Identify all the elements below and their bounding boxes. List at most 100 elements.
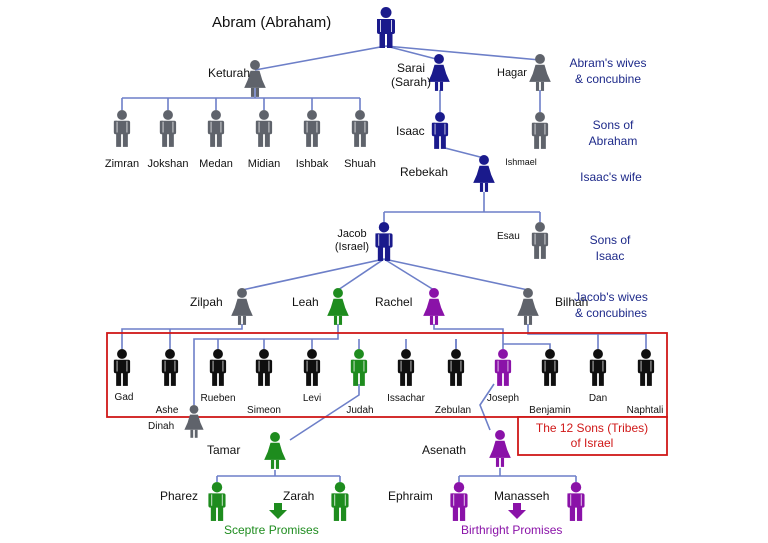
joseph-male-icon — [494, 349, 512, 386]
dinah-female-icon — [184, 405, 204, 438]
manasseh-male-icon — [567, 482, 585, 521]
simeon-male-icon — [255, 349, 273, 386]
label-keturah: Keturah — [208, 66, 251, 80]
dan-male-icon — [589, 349, 607, 386]
label-simeon: Simeon — [247, 405, 281, 416]
legend-sons2: Sons of Isaac — [590, 232, 631, 264]
zarah-male-icon — [331, 482, 349, 521]
label-zimran: Zimran — [104, 158, 140, 170]
label-levi: Levi — [302, 393, 322, 404]
tamar-female-icon — [264, 432, 286, 469]
asenath-female-icon — [489, 430, 511, 467]
medan-male-icon — [207, 110, 225, 147]
jokshan-male-icon — [159, 110, 177, 147]
label-asenath: Asenath — [422, 443, 467, 457]
ashe-male-icon — [161, 349, 179, 386]
label-ashe: Ashe — [155, 405, 179, 416]
jacob-male-icon — [375, 222, 393, 261]
bilhah-female-icon — [517, 288, 539, 325]
line-rachel-joseph — [433, 324, 504, 349]
levi-male-icon — [303, 349, 321, 386]
label-rueben: Rueben — [200, 393, 236, 404]
label-manasseh: Manasseh — [494, 489, 550, 503]
label-dan: Dan — [588, 393, 608, 404]
line-jacob-rachel — [383, 258, 435, 291]
tribes-note-line: The 12 Sons (Tribes) — [535, 421, 649, 435]
hagar-female-icon — [529, 54, 551, 91]
line-abram-sarai — [385, 45, 441, 61]
label-ishbak: Ishbak — [295, 158, 329, 170]
label-ishmael: Ishmael — [505, 157, 537, 167]
label-medan: Medan — [199, 158, 233, 170]
legend-wives2: Jacob's wives & concubines — [574, 289, 648, 321]
tribes-box — [106, 332, 668, 418]
legend-wife2: Isaac's wife — [580, 169, 642, 185]
tribes-note-box — [517, 416, 668, 456]
legend-wives2-line: & concubines — [574, 306, 648, 320]
label-pharez: Pharez — [160, 489, 199, 503]
label-rachel: Rachel — [375, 295, 413, 309]
rueben-male-icon — [209, 349, 227, 386]
label-joseph: Joseph — [486, 393, 520, 404]
naphtali-male-icon — [637, 349, 655, 386]
line-jacob-leah — [337, 258, 385, 291]
label-zilpah: Zilpah — [190, 295, 223, 309]
zimran-male-icon — [113, 110, 131, 147]
zebulan-male-icon — [447, 349, 465, 386]
label-esau: Esau — [497, 231, 520, 242]
line-judah-tamar — [289, 384, 360, 441]
ishmael-male-icon — [531, 112, 549, 149]
ishbak-male-icon — [303, 110, 321, 147]
line-jacob-bilhah — [383, 258, 529, 291]
label-midian: Midian — [247, 158, 281, 170]
legend-sons1-line: Sons of — [592, 118, 634, 132]
pharez-male-icon — [208, 482, 226, 521]
shuah-male-icon — [351, 110, 369, 147]
benjamin-male-icon — [541, 349, 559, 386]
tribes-note-line: of Israel — [570, 436, 614, 450]
gad-male-icon — [113, 349, 131, 386]
line-jacob-zilpah — [241, 258, 385, 291]
legend-wives2-line: Jacob's wives — [574, 290, 648, 304]
label-rebekah: Rebekah — [400, 165, 449, 179]
isaac-male-icon — [431, 112, 449, 149]
label-issachar: Issachar — [387, 393, 425, 404]
legend-wives1-line: Abram's wives — [569, 56, 647, 70]
tribes-note: The 12 Sons (Tribes)of Israel — [536, 421, 648, 451]
line-abram-hagar — [385, 45, 541, 61]
line-joseph-asenath — [479, 383, 495, 431]
label-abram: Abram (Abraham) — [212, 14, 332, 31]
label-zarah: Zarah — [283, 489, 315, 503]
legend-sons1-line: Abraham — [588, 134, 638, 148]
label-jokshan: Jokshan — [147, 158, 189, 170]
line-abram-keturah — [254, 45, 387, 71]
label-zebulan: Zebulan — [434, 405, 472, 416]
line-zilpah-gad — [121, 324, 243, 349]
legend-wives1-line: & concubine — [574, 72, 642, 86]
sceptre-arrow-icon — [269, 503, 287, 519]
label-ephraim: Ephraim — [388, 489, 433, 503]
sceptre-promises-label: Sceptre Promises — [224, 523, 319, 537]
birthright-promises-label: Birthright Promises — [461, 523, 563, 537]
legend-wives1: Abram's wives & concubine — [570, 55, 647, 87]
label-tamar: Tamar — [207, 443, 241, 457]
birthright-arrow-icon — [508, 503, 526, 519]
label-hagar: Hagar — [497, 67, 527, 79]
label-judah: Judah — [346, 405, 374, 416]
rebekah-female-icon — [473, 155, 495, 192]
line-isaac-rebekah — [444, 147, 485, 159]
legend-sons2-line: Isaac — [595, 249, 625, 263]
label-gad: Gad — [114, 392, 134, 403]
abram-male-icon — [377, 7, 395, 48]
label-jacob: Jacob (Israel) — [334, 228, 370, 253]
legend-sons2-line: Sons of — [589, 233, 631, 247]
issachar-male-icon — [397, 349, 415, 386]
legend-wife2-line: Isaac's wife — [580, 170, 642, 184]
label-shuah: Shuah — [344, 158, 376, 170]
leah-female-icon — [327, 288, 349, 325]
label-dinah: Dinah — [148, 421, 175, 432]
zilpah-female-icon — [231, 288, 253, 325]
esau-male-icon — [531, 222, 549, 259]
keturah-female-icon — [244, 60, 266, 97]
